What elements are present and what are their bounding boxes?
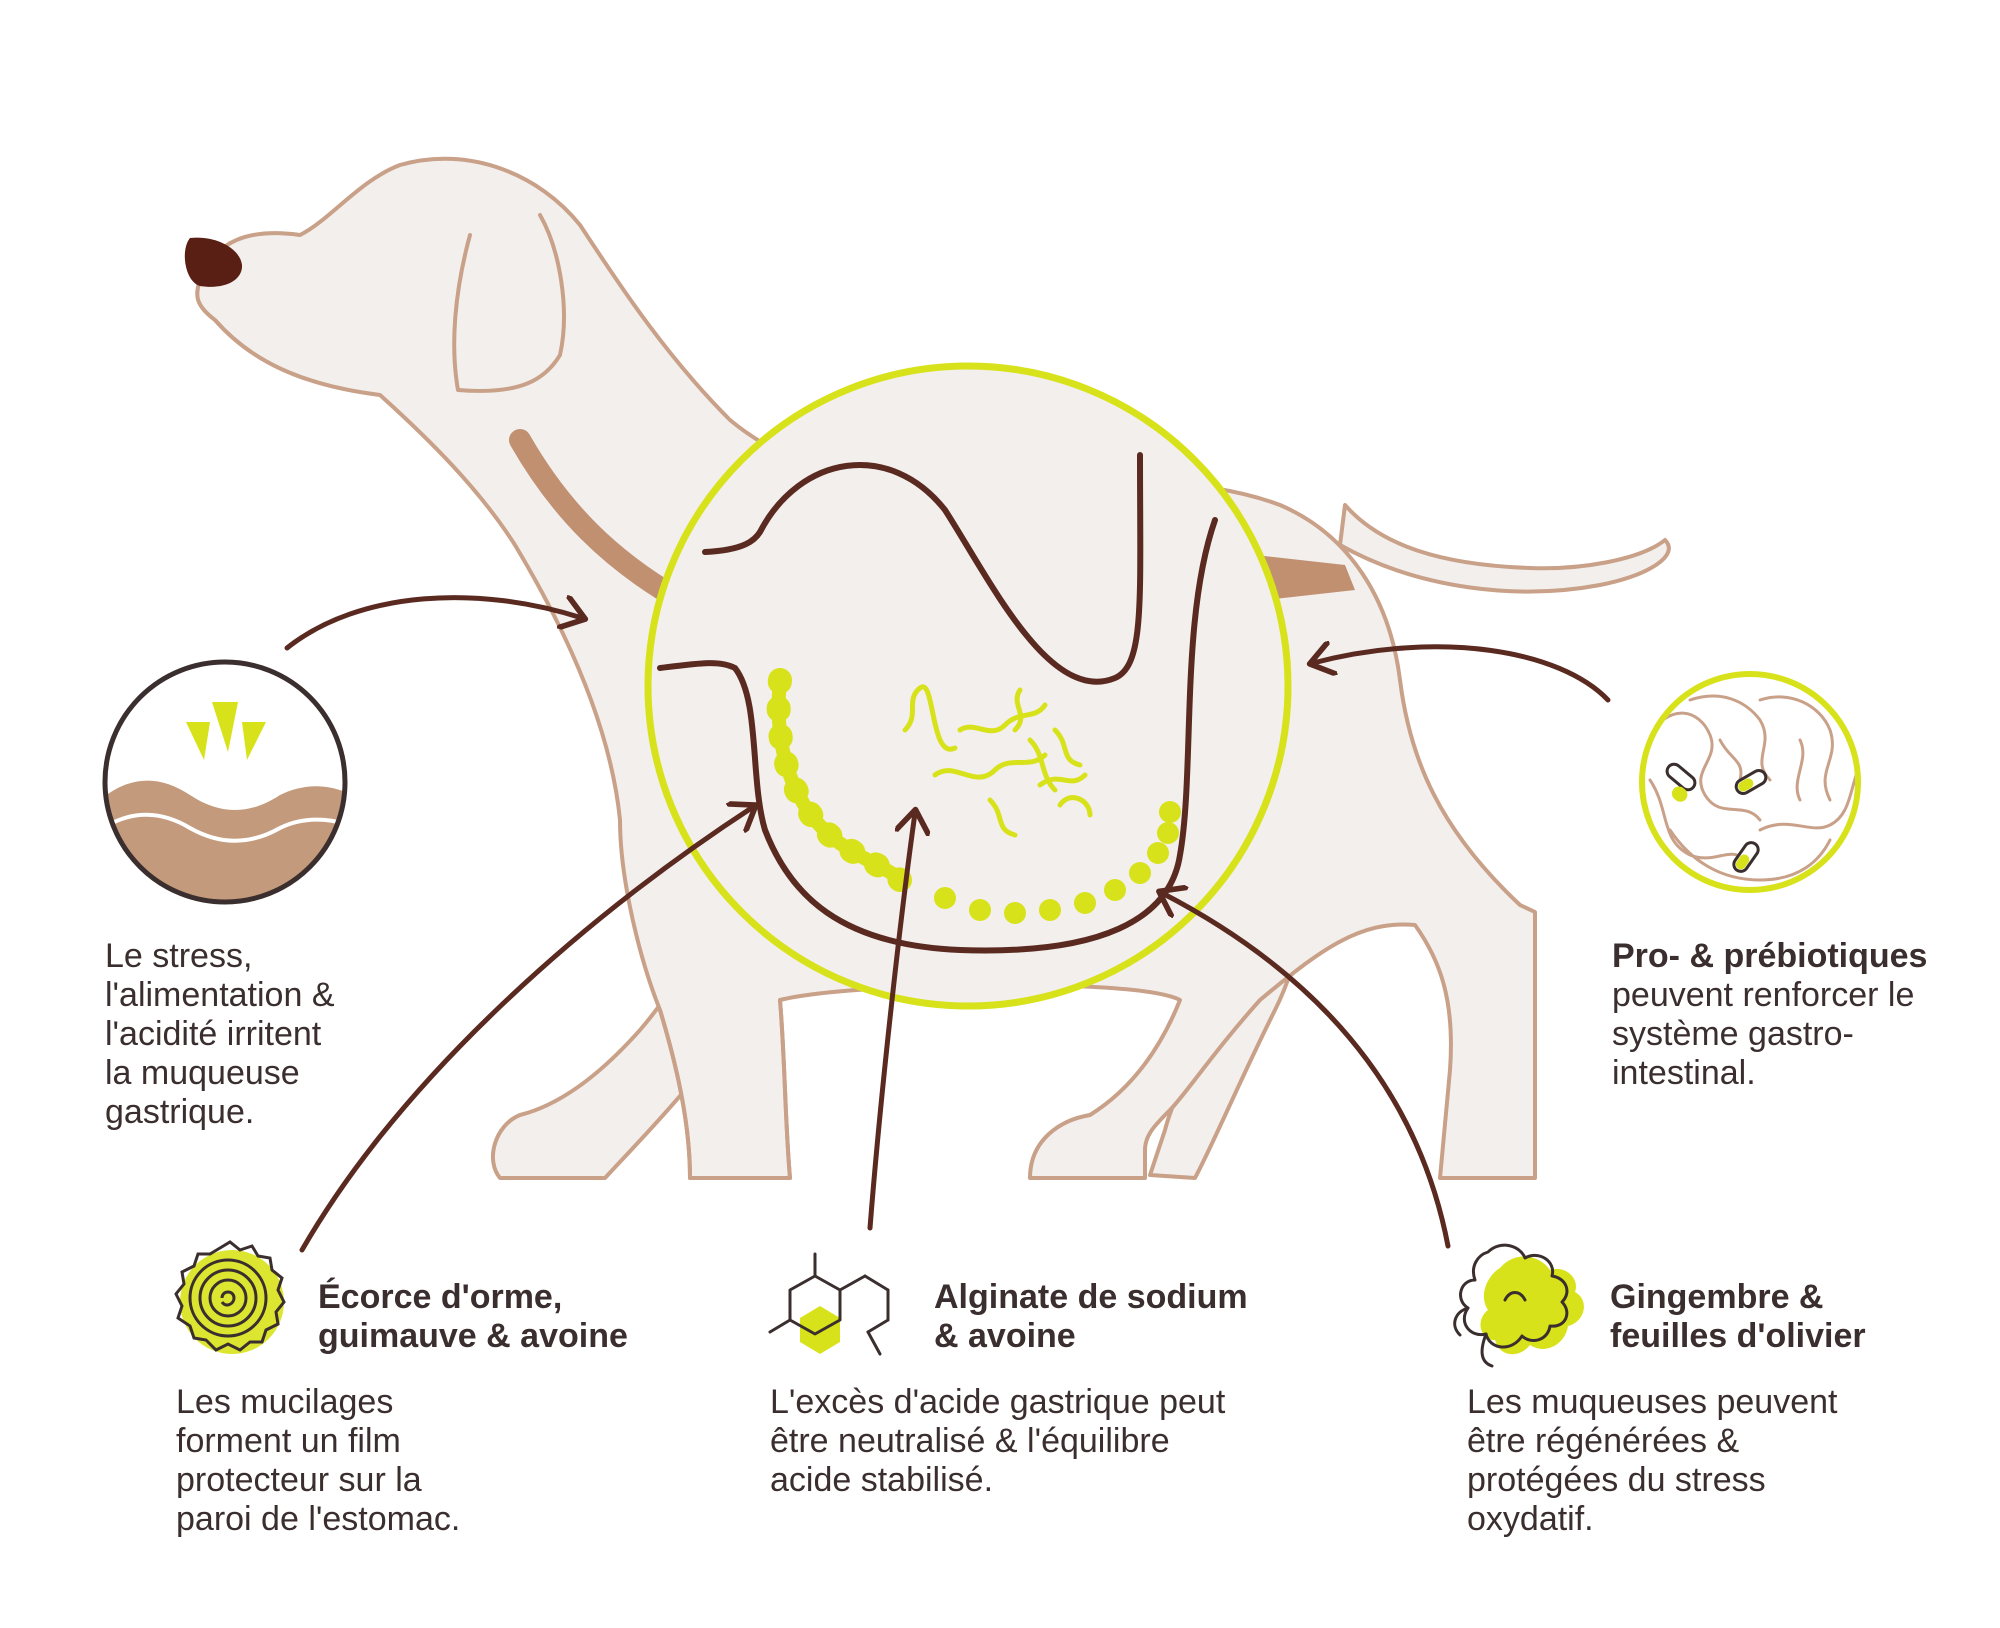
ginger-text-line: protégées du stress — [1467, 1461, 1766, 1499]
ginger-text-line: être régénérées & — [1467, 1422, 1740, 1460]
stomach-outline — [702, 452, 1144, 685]
alginate-dots — [934, 801, 1181, 924]
bark-text-line: protecteur sur la — [176, 1461, 422, 1499]
ginger-description: Les muqueuses peuvent être régénérées & … — [1467, 1383, 1837, 1539]
dog-collar — [509, 429, 691, 611]
mucilage-film-core — [771, 673, 907, 887]
bacteria-squiggles — [902, 684, 1093, 838]
stomach-magnifier-ring — [644, 362, 1292, 1010]
stress-text-line: gastrique. — [105, 1093, 255, 1131]
intestine-bacteria-icon — [1639, 671, 1861, 893]
bark-text-line: paroi de l'estomac. — [176, 1500, 461, 1538]
bark-text-line: forment un film — [176, 1422, 401, 1460]
alginate-description: L'excès d'acide gastrique peut être neut… — [770, 1383, 1225, 1500]
dog-tail-band — [1255, 555, 1355, 600]
stress-text-line: la muqueuse — [105, 1054, 300, 1092]
ginger-root-icon — [1453, 1243, 1584, 1368]
probiotics-description: peuvent renforcer le système gastro- int… — [1612, 976, 1927, 1093]
probiotics-text-line: intestinal. — [1612, 1054, 1756, 1092]
arrow-stress-to-collar — [284, 598, 582, 651]
bark-title: Écorce d'orme, guimauve & avoine — [318, 1278, 628, 1356]
alginate-text-line: être neutralisé & l'équilibre — [770, 1422, 1170, 1460]
ginger-title-line: Gingembre & — [1610, 1278, 1824, 1316]
dog-near-front-leg — [658, 999, 792, 1180]
stress-text-line: l'acidité irritent — [105, 1015, 322, 1053]
irritation-arrows-icon — [186, 702, 266, 760]
alginate-text-line: L'excès d'acide gastrique peut — [770, 1383, 1226, 1421]
dog-nose — [184, 237, 243, 287]
stomach-inner-wall — [657, 517, 1218, 954]
alginate-title-line: & avoine — [934, 1317, 1076, 1355]
ginger-title: Gingembre & feuilles d'olivier — [1610, 1278, 1866, 1356]
arrows — [284, 598, 1611, 1253]
bacteria-capsules — [1665, 762, 1768, 873]
bark-title-line: Écorce d'orme, — [318, 1278, 563, 1316]
bark-text-line: Les mucilages — [176, 1383, 394, 1421]
stress-text-line: Le stress, — [105, 937, 253, 975]
stomach-lining-irritation-icon — [102, 659, 348, 905]
dog-tail — [1338, 503, 1671, 594]
tree-rings-icon — [174, 1240, 286, 1354]
stress-text-line: l'alimentation & — [105, 976, 335, 1014]
stomach-magnifier — [644, 362, 1292, 1010]
arrow-bark-to-stomach — [299, 807, 753, 1253]
alginate-title-line: Alginate de sodium — [934, 1278, 1248, 1316]
ginger-text-line: Les muqueuses peuvent — [1467, 1383, 1838, 1421]
alginate-text-line: acide stabilisé. — [770, 1461, 994, 1499]
bark-title-line: guimauve & avoine — [318, 1317, 628, 1355]
probiotics-block: Pro- & prébiotiques peuvent renforcer le… — [1612, 937, 1927, 1093]
molecule-icon — [768, 1252, 890, 1356]
arrow-ginger-to-stomach — [1162, 893, 1451, 1249]
probiotics-text-line: peuvent renforcer le — [1612, 976, 1915, 1014]
ginger-text-line: oxydatif. — [1467, 1500, 1594, 1538]
stress-description: Le stress, l'alimentation & l'acidité ir… — [105, 937, 335, 1132]
bark-description: Les mucilages forment un film protecteur… — [176, 1383, 460, 1539]
dog-ear — [452, 213, 566, 393]
arrow-probiotics-to-stomach — [1313, 647, 1611, 703]
ginger-title-line: feuilles d'olivier — [1610, 1317, 1866, 1355]
probiotics-title: Pro- & prébiotiques — [1612, 937, 1928, 975]
arrow-alginate-to-stomach — [867, 813, 915, 1231]
alginate-title: Alginate de sodium & avoine — [934, 1278, 1248, 1356]
probiotics-text-line: système gastro- — [1612, 1015, 1854, 1053]
